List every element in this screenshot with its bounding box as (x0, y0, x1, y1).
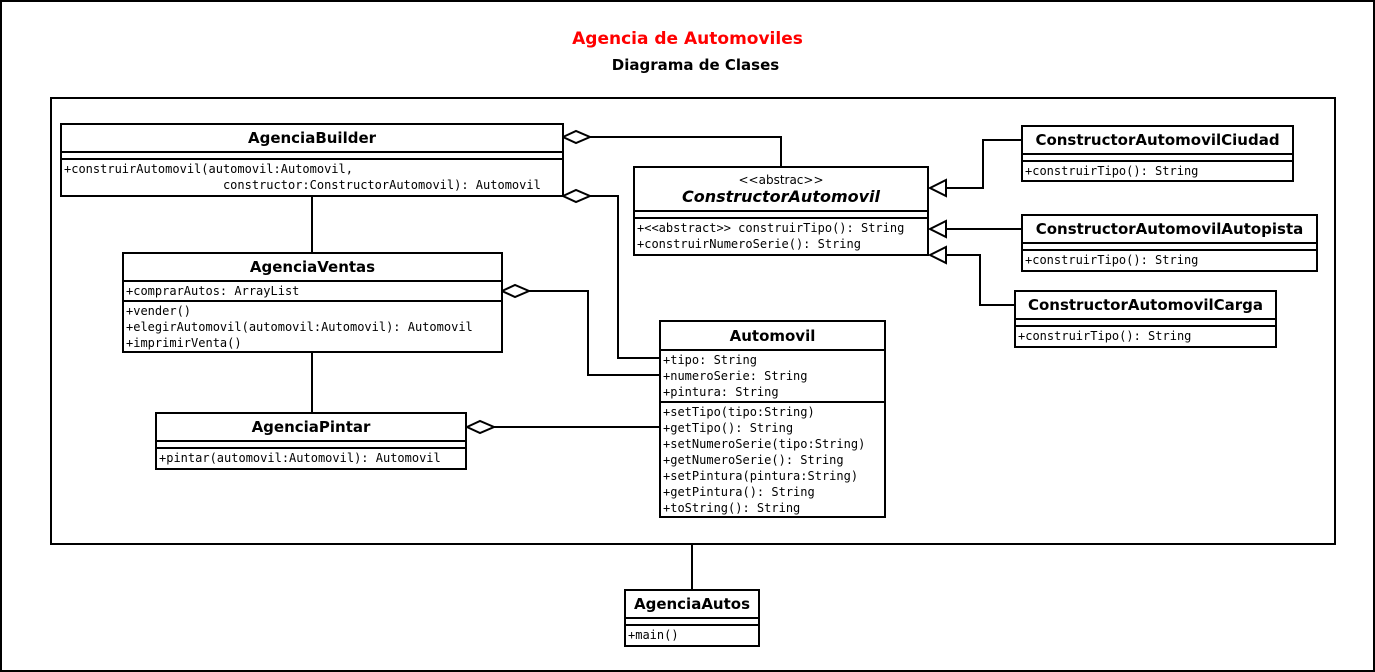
class-name: ConstructorAutomovilCarga (1016, 292, 1275, 320)
method: +construirNumeroSerie(): String (637, 237, 861, 251)
method: +toString(): String (663, 501, 801, 515)
methods-section: +construirTipo(): String (1023, 251, 1316, 269)
class-constructor-carga[interactable]: ConstructorAutomovilCarga +construirTipo… (1014, 290, 1277, 348)
method: +main() (628, 628, 679, 642)
methods-section: +construirTipo(): String (1023, 162, 1292, 180)
method: +getNumeroSerie(): String (663, 453, 844, 467)
method: +getTipo(): String (663, 421, 794, 435)
method: +vender() (126, 304, 192, 318)
class-constructor-ciudad[interactable]: ConstructorAutomovilCiudad +construirTip… (1021, 125, 1294, 182)
method: constructor:ConstructorAutomovil): Autom… (64, 178, 541, 192)
method: +setPintura(pintura:String) (663, 469, 859, 483)
class-agencia-pintar[interactable]: AgenciaPintar +pintar(automovil:Automovi… (155, 412, 467, 470)
attributes-section (1023, 244, 1316, 251)
class-header: <<abstrac>> ConstructorAutomovil (635, 168, 927, 212)
methods-section: +<<abstract>> construirTipo(): String +c… (635, 219, 927, 253)
aggregation-builder-constructor (590, 136, 782, 167)
class-name: ConstructorAutomovilAutopista (1023, 216, 1316, 244)
class-name: ConstructorAutomovil (681, 186, 881, 206)
class-automovil[interactable]: Automovil +tipo: String +numeroSerie: St… (659, 320, 886, 518)
method: +construirTipo(): String (1018, 329, 1192, 343)
attributes-section: +tipo: String +numeroSerie: String +pint… (661, 351, 884, 403)
class-name: AgenciaAutos (626, 591, 758, 619)
method: +construirAutomovil(automovil:Automovil, (64, 162, 353, 176)
aggregation-diamond (464, 419, 497, 435)
aggregation-diamond (560, 188, 593, 204)
attributes-section (62, 153, 562, 160)
class-agencia-builder[interactable]: AgenciaBuilder +construirAutomovil(autom… (60, 123, 564, 197)
method: +imprimirVenta() (126, 336, 242, 350)
class-agencia-autos[interactable]: AgenciaAutos +main() (624, 589, 760, 647)
method: +pintar(automovil:Automovil): Automovil (159, 451, 441, 465)
method: +<<abstract>> construirTipo(): String (637, 221, 905, 235)
attributes-section (1023, 155, 1292, 162)
class-name: AgenciaPintar (157, 414, 465, 442)
attribute: +pintura: String (663, 385, 779, 399)
aggregation-diamond (499, 283, 532, 299)
generalization-arrow (927, 178, 947, 198)
class-name: AgenciaVentas (124, 254, 501, 282)
methods-section: +setTipo(tipo:String) +getTipo(): String… (661, 403, 884, 517)
attribute: +numeroSerie: String (663, 369, 808, 383)
method: +setTipo(tipo:String) (663, 405, 815, 419)
generalization-ciudad (946, 139, 1022, 189)
class-constructor-autopista[interactable]: ConstructorAutomovilAutopista +construir… (1021, 214, 1318, 272)
aggregation-diamond (560, 129, 593, 145)
methods-section: +pintar(automovil:Automovil): Automovil (157, 449, 465, 467)
method: +elegirAutomovil(automovil:Automovil): A… (126, 320, 473, 334)
class-name: Automovil (661, 322, 884, 351)
attributes-section (626, 619, 758, 626)
method: +construirTipo(): String (1025, 164, 1199, 178)
diagram-title: Agencia de Automoviles (572, 29, 803, 49)
class-name: ConstructorAutomovilCiudad (1023, 127, 1292, 155)
methods-section: +construirTipo(): String (1016, 327, 1275, 345)
attribute: +comprarAutos: ArrayList (126, 284, 300, 298)
method: +setNumeroSerie(tipo:String) (663, 437, 866, 451)
attribute: +tipo: String (663, 353, 757, 367)
aggregation-ventas-automovil (529, 290, 660, 376)
attributes-section (157, 442, 465, 449)
stereotype: <<abstrac>> (738, 172, 824, 187)
class-name: AgenciaBuilder (62, 125, 562, 153)
methods-section: +vender() +elegirAutomovil(automovil:Aut… (124, 302, 501, 352)
generalization-arrow (927, 219, 947, 239)
attributes-section: +comprarAutos: ArrayList (124, 282, 501, 302)
method: +getPintura(): String (663, 485, 815, 499)
method: +construirTipo(): String (1025, 253, 1199, 267)
attributes-section (635, 212, 927, 219)
class-constructor-automovil[interactable]: <<abstrac>> ConstructorAutomovil +<<abst… (633, 166, 929, 256)
diagram-subtitle: Diagrama de Clases (611, 56, 780, 74)
generalization-arrow (927, 245, 947, 265)
methods-section: +main() (626, 626, 758, 644)
generalization-carga (946, 254, 1015, 306)
attributes-section (1016, 320, 1275, 327)
methods-section: +construirAutomovil(automovil:Automovil,… (62, 160, 562, 194)
aggregation-builder-automovil (590, 195, 660, 359)
class-agencia-ventas[interactable]: AgenciaVentas +comprarAutos: ArrayList +… (122, 252, 503, 353)
